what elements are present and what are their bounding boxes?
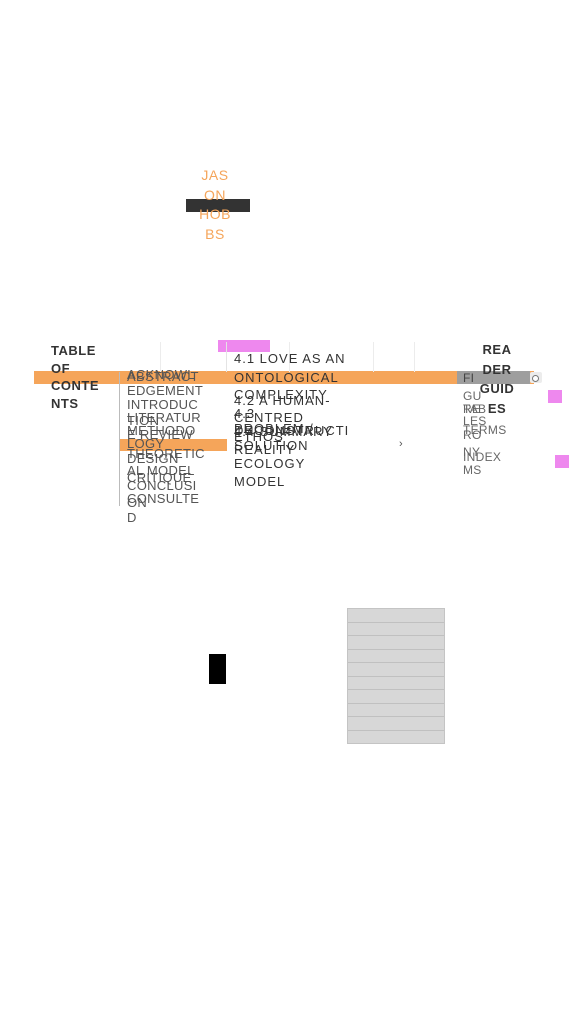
list-row xyxy=(348,636,444,650)
author-line: BS xyxy=(205,225,225,242)
reader-item-figures[interactable]: FI xyxy=(463,371,475,385)
chapter-abstract[interactable]: ABSTRACT xyxy=(127,369,199,384)
chapter-literature-review[interactable]: LITERATUR xyxy=(127,410,201,425)
reader-item-tables-cont[interactable]: LES xyxy=(463,414,487,428)
reader-guides-line: ES xyxy=(487,400,507,416)
active-chapter-highlight xyxy=(120,439,227,451)
toc-title-line: CONTE xyxy=(51,378,99,393)
reader-item-figures-cont[interactable]: RE xyxy=(463,402,481,416)
active-row-highlight xyxy=(34,371,534,384)
chapter-theoretical-model-cont[interactable]: AL MODEL xyxy=(127,463,195,478)
toggle-knob-icon xyxy=(532,375,539,382)
chapter-critique[interactable]: CRITIQUE xyxy=(127,470,192,485)
list-row xyxy=(348,717,444,731)
column-divider xyxy=(373,342,374,372)
chapter-acknowledgements[interactable]: ACKNOWL xyxy=(127,367,195,382)
list-row xyxy=(348,731,444,745)
chapter-conclusion[interactable]: CONCLUSI xyxy=(127,478,197,493)
chapter-conclusion-cont[interactable]: ON xyxy=(127,495,148,510)
section-4-3[interactable]: 4.3 DECONSTRUCTI xyxy=(234,406,350,438)
reader-item-figures-cont[interactable]: GU xyxy=(463,389,482,403)
section-4-1-cont[interactable]: COMPLEXITY xyxy=(234,387,328,402)
reader-item-acronyms-cont[interactable]: NY xyxy=(463,445,481,459)
list-row xyxy=(348,650,444,663)
chevron-right-icon[interactable]: › xyxy=(399,438,403,450)
chapter-methodology-cont[interactable]: LOGY xyxy=(127,436,165,451)
list-row xyxy=(348,690,444,704)
list-row xyxy=(348,623,444,636)
column-divider xyxy=(226,342,227,372)
chapter-consulted[interactable]: CONSULTE xyxy=(127,491,200,506)
section-4-4-cont[interactable]: REALITY xyxy=(234,442,296,457)
section-4-1[interactable]: 4.1 LOVE AS AN xyxy=(234,351,346,366)
column-divider xyxy=(289,342,290,372)
chapter-methodology[interactable]: METHODO xyxy=(127,423,196,438)
chapter-consulted-cont[interactable]: D xyxy=(127,510,137,525)
toc-title-line: NTS xyxy=(51,395,79,411)
reader-guides-line: DER xyxy=(482,361,512,377)
section-4-4[interactable]: 4.4 SUMMARY xyxy=(234,424,333,439)
pink-marker[interactable] xyxy=(548,390,562,403)
list-row xyxy=(348,663,444,677)
reader-guides-line: GUID xyxy=(479,381,515,396)
list-row xyxy=(348,609,444,623)
author-name[interactable]: JAS ON HOB BS xyxy=(197,166,233,244)
section-4-2-cont[interactable]: PROBLEM / xyxy=(234,421,314,436)
figures-highlight xyxy=(457,371,530,384)
reader-item-tables[interactable]: TAB xyxy=(463,402,487,416)
list-row xyxy=(348,704,444,717)
section-4-3-cont[interactable]: ETHOS xyxy=(234,429,284,444)
pink-marker[interactable] xyxy=(555,455,569,468)
author-line: JAS xyxy=(201,167,229,183)
chapter-acknowledgements-cont[interactable]: EDGEMENT xyxy=(127,383,204,398)
reader-item-index[interactable]: INDEX xyxy=(463,450,502,464)
section-4-2-cont[interactable]: SOLUTION xyxy=(234,438,309,453)
list-row xyxy=(348,677,444,690)
chapter-design[interactable]: DESIGN xyxy=(127,451,179,466)
author-highlight-bar xyxy=(186,199,250,212)
section-4-2-cont[interactable]: CENTRED xyxy=(234,410,304,425)
chapter-theoretical-model[interactable]: THEORETIC xyxy=(127,446,205,461)
column-divider xyxy=(119,372,120,506)
reader-guides-title: REA DER GUID ES xyxy=(478,340,516,418)
chapter-introduction[interactable]: INTRODUC xyxy=(127,397,199,412)
section-4-1-cont[interactable]: ONTOLOGICAL xyxy=(234,370,339,385)
reader-item-terms[interactable]: TERMS xyxy=(463,423,507,437)
reader-item-acronyms[interactable]: RO xyxy=(463,428,482,442)
gray-list-panel[interactable] xyxy=(347,608,445,744)
author-line: HOB xyxy=(199,206,231,222)
toc-title-line: OF xyxy=(51,360,71,376)
chapter-literature-review-cont[interactable]: E REVIEW xyxy=(127,427,193,442)
section-4-4-cont[interactable]: MODEL xyxy=(234,474,286,489)
column-divider xyxy=(160,342,161,372)
reader-item-acronyms-cont[interactable]: MS xyxy=(463,463,482,477)
author-line: ON xyxy=(204,186,226,203)
pink-marker xyxy=(218,340,270,352)
section-4-4-cont[interactable]: ECOLOGY xyxy=(234,456,306,471)
toc-title-line: TABLE xyxy=(51,343,96,358)
column-divider xyxy=(414,342,415,372)
chapter-introduction-cont[interactable]: TION xyxy=(127,413,160,428)
dark-block xyxy=(209,654,226,684)
toc-title: TABLE OF CONTE NTS xyxy=(51,342,111,412)
section-4-2[interactable]: 4.2 A HUMAN- xyxy=(234,393,331,408)
reader-guides-line: REA xyxy=(482,342,512,357)
